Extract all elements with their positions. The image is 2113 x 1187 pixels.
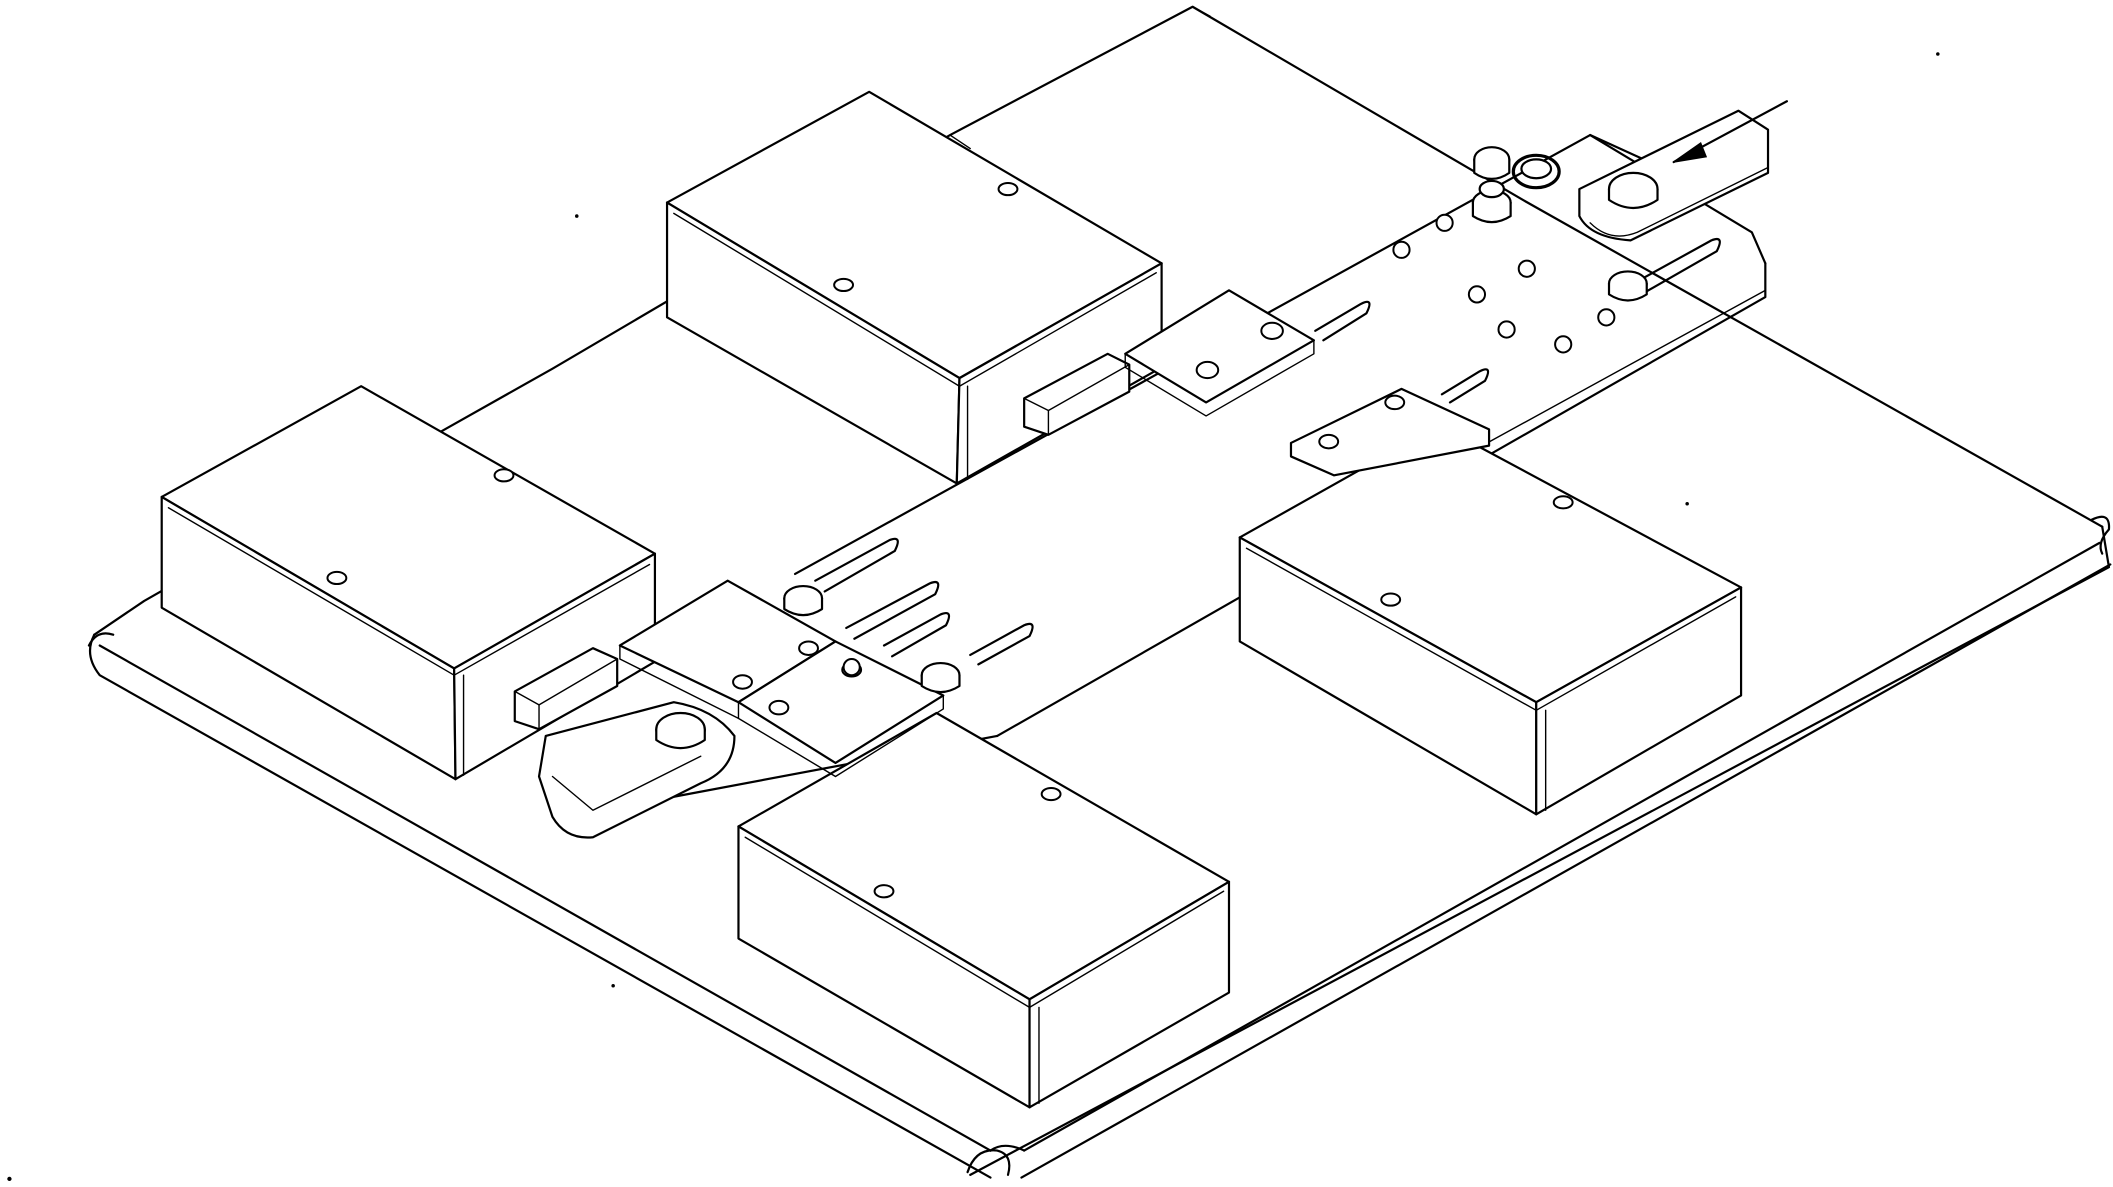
screw-icon — [999, 183, 1018, 195]
screw-icon — [1554, 496, 1573, 508]
screw-icon — [327, 572, 346, 584]
screw-icon — [495, 469, 514, 481]
screw-icon — [799, 641, 818, 655]
lever-arm-lower — [539, 702, 734, 837]
box-right — [1240, 425, 1741, 814]
bolt-icon — [1473, 181, 1511, 222]
screw-icon — [733, 675, 752, 689]
box-left — [162, 386, 655, 779]
bolt-icon — [784, 586, 822, 615]
bolt-icon — [922, 663, 960, 692]
screw-icon — [834, 279, 853, 291]
lever-arm-upper — [1579, 111, 1768, 241]
bolt-icon — [1609, 271, 1647, 300]
screw-icon — [1261, 323, 1283, 339]
screw-icon — [769, 701, 788, 715]
screw-icon — [1385, 396, 1404, 410]
screw-icon — [1042, 788, 1061, 800]
screw-icon — [1197, 362, 1219, 378]
bolt-icon — [1513, 155, 1559, 187]
screw-icon — [1319, 435, 1338, 449]
bolt-icon — [1474, 147, 1509, 179]
screw-icon — [1381, 594, 1400, 606]
box-top-center — [667, 92, 1162, 484]
screw-icon — [875, 885, 894, 897]
